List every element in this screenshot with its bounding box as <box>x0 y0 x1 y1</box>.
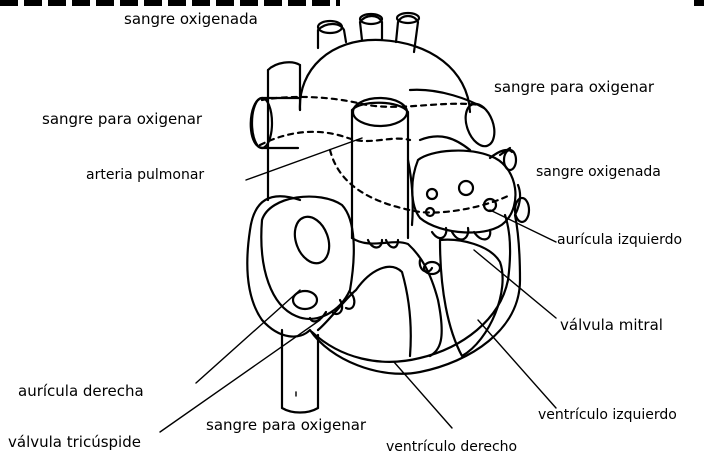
label-bottom-deoxygenated: sangre para oxigenar <box>206 418 366 433</box>
leader-left-ventricle <box>478 320 556 408</box>
label-left-ventricle: ventrículo izquierdo <box>538 408 677 422</box>
label-mitral-valve: válvula mitral <box>560 318 663 333</box>
label-right-deoxygenated: sangre para oxigenar <box>494 80 654 95</box>
pulmonary-dashed-2 <box>260 132 410 145</box>
pulmonary-trunk <box>352 103 408 238</box>
label-tricuspid-valve: válvula tricúspide <box>8 435 141 450</box>
heart-outline <box>247 185 520 374</box>
leader-right-atrium <box>196 290 300 383</box>
label-left-deoxygenated: sangre para oxigenar <box>42 112 202 127</box>
label-pulmonary-artery: arteria pulmonar <box>86 168 204 182</box>
vena-cava-top <box>268 62 300 70</box>
label-right-oxygenated: sangre oxigenada <box>536 165 661 179</box>
label-right-ventricle: ventrículo derecho <box>386 440 517 454</box>
septum <box>352 238 442 356</box>
label-top-oxygenated: sangre oxigenada <box>124 12 258 27</box>
pulmonary-vein-left <box>251 98 300 148</box>
vena-cava-outline <box>268 65 300 200</box>
mitral-valve-curls <box>432 228 490 240</box>
pulmonary-artery-right <box>410 90 484 150</box>
label-left-atrium: aurícula izquierdo <box>557 233 682 247</box>
label-right-atrium: aurícula derecha <box>18 384 144 399</box>
aortic-arch <box>300 40 470 112</box>
